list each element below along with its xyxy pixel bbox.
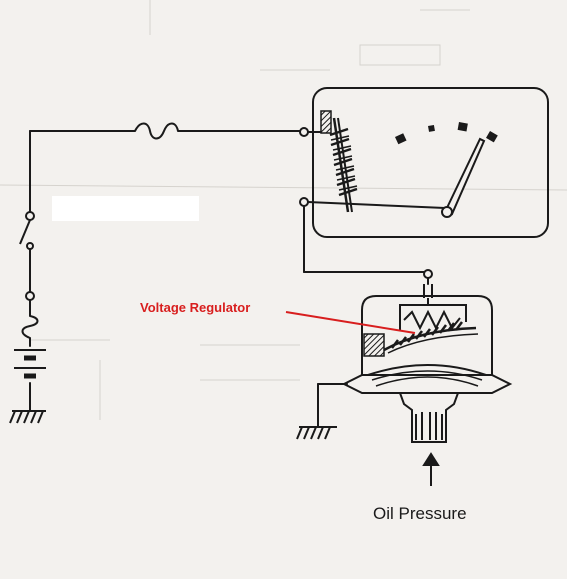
gauge-needle	[441, 137, 486, 218]
gauge-scale-marks	[395, 122, 498, 145]
ground-symbol-sender	[296, 426, 337, 440]
gauge-housing	[312, 87, 549, 238]
gauge-internal-wiring	[307, 131, 446, 209]
oil-pressure-label: Oil Pressure	[373, 504, 467, 523]
fuse-top-symbol	[134, 122, 179, 140]
oil-pressure-sender	[341, 269, 513, 443]
fuse-left-symbol	[21, 315, 39, 339]
ignition-switch-symbol	[19, 211, 35, 301]
ground-symbol-left	[9, 410, 46, 424]
gauge-terminals	[299, 127, 309, 207]
oil-pressure-arrow	[422, 452, 440, 486]
voltage-regulator-label: Voltage Regulator	[140, 300, 251, 315]
gauge-bimetal-heater	[320, 110, 358, 213]
wiring	[29, 130, 429, 427]
voltage-regulator-leader-line	[285, 311, 416, 334]
blanked-label-area	[52, 196, 199, 221]
battery-symbol	[14, 349, 46, 379]
bleed-through-ghost	[0, 0, 567, 420]
